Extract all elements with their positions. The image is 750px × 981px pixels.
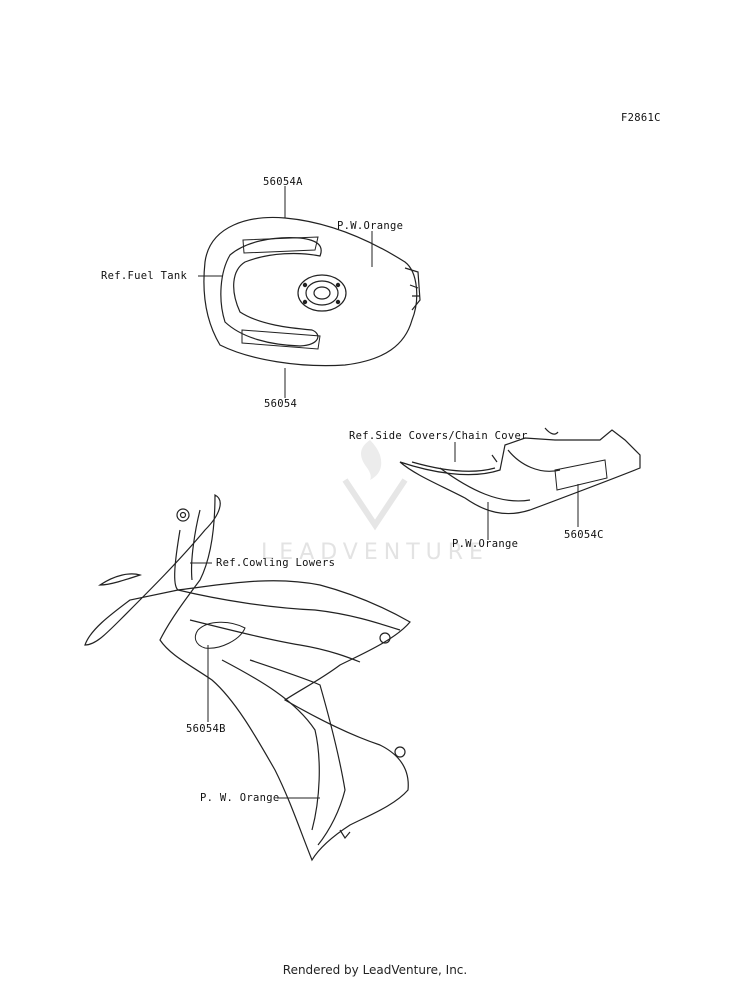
fuel-tank-drawing bbox=[203, 216, 421, 367]
tank-color-label: P.W.Orange bbox=[337, 220, 404, 232]
tail-color-label: P.W.Orange bbox=[452, 538, 519, 550]
kawasaki-decal-upper bbox=[242, 236, 319, 254]
zx10r-decal bbox=[554, 459, 608, 491]
kawasaki-decal-lower bbox=[241, 329, 321, 350]
part-number-56054a[interactable]: 56054A bbox=[263, 176, 303, 188]
part-number-56054b[interactable]: 56054B bbox=[186, 723, 226, 735]
leader-lines bbox=[190, 186, 579, 799]
ref-cowling-lowers-label: Ref.Cowling Lowers bbox=[216, 557, 336, 569]
ninja-decal bbox=[194, 621, 246, 649]
part-number-56054[interactable]: 56054 bbox=[264, 398, 298, 410]
ref-side-covers-label: Ref.Side Covers/Chain Cover bbox=[349, 430, 528, 442]
part-number-56054c[interactable]: 56054C bbox=[564, 529, 604, 541]
watermark-logo bbox=[342, 440, 408, 531]
footer-credit: Rendered by LeadVenture, Inc. bbox=[282, 963, 468, 977]
cowling-color-label: P. W. Orange bbox=[200, 792, 280, 804]
ref-fuel-tank-label: Ref.Fuel Tank bbox=[101, 270, 188, 282]
diagram-code: F2861C bbox=[621, 112, 661, 124]
watermark-text: LEADVENTURE bbox=[261, 540, 489, 565]
tail-cowl-drawing bbox=[399, 427, 641, 515]
cowling-drawing bbox=[84, 494, 411, 862]
